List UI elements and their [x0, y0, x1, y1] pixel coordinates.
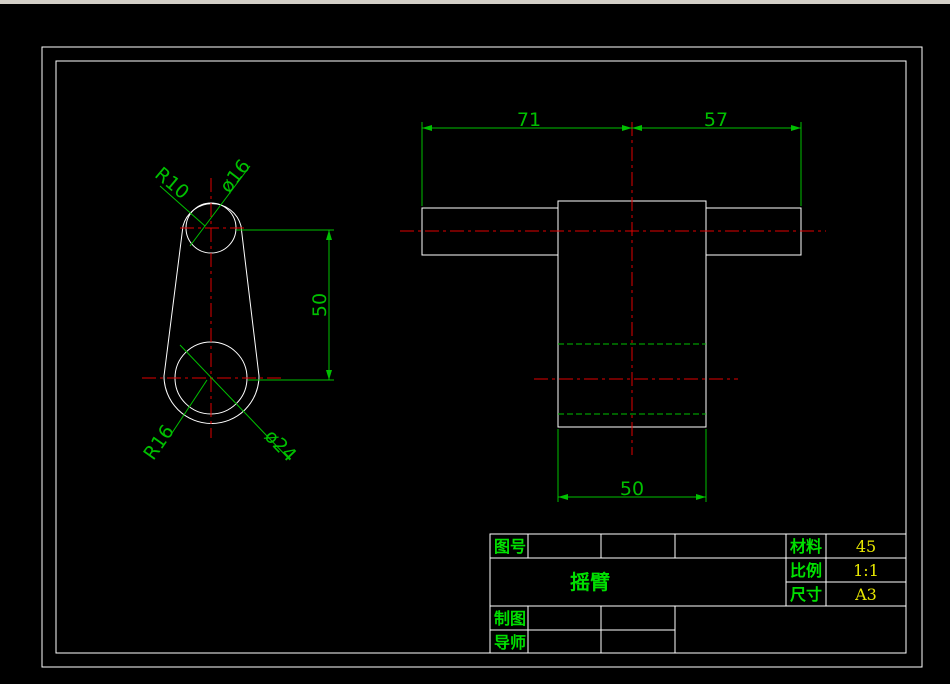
- title-block-border: [489, 533, 907, 654]
- label-scale: 比例: [790, 561, 822, 580]
- front-view: 50 R10 ø16 R16 ø24: [139, 155, 334, 466]
- arrow-down: [326, 370, 332, 380]
- value-size: A3: [854, 585, 877, 604]
- part-name: 摇臂: [570, 570, 610, 594]
- leader-d16: [189, 165, 251, 247]
- label-supervisor: 导师: [494, 633, 526, 652]
- label-size: 尺寸: [790, 585, 822, 604]
- window-title-bar: [0, 0, 950, 4]
- dim-right-length: 57: [704, 109, 728, 131]
- arrow-71-left: [422, 125, 432, 131]
- dim-left-length: 71: [517, 109, 541, 131]
- title-block: 图号 摇臂 材料 45 比例 1:1 尺寸 A3 制图 导师: [489, 533, 907, 654]
- arrow-71-right: [622, 125, 632, 131]
- arrow-57-right: [791, 125, 801, 131]
- value-scale: 1:1: [853, 561, 879, 580]
- arm-outline: [163, 203, 260, 424]
- dim-center-distance: 50: [309, 293, 331, 317]
- inner-frame: [55, 60, 907, 654]
- arrow-57-left: [632, 125, 642, 131]
- arrow-up: [326, 230, 332, 240]
- top-view: 71 57 50: [400, 109, 826, 502]
- dim-d24: ø24: [260, 425, 301, 466]
- dim-d16: ø16: [216, 155, 255, 197]
- label-drawn-by: 制图: [494, 609, 526, 628]
- arrow-50-left: [558, 494, 568, 500]
- leader-d24: [179, 344, 291, 461]
- label-material: 材料: [790, 537, 822, 556]
- leader-r10: [159, 185, 206, 227]
- value-material: 45: [856, 537, 876, 556]
- leader-r16: [169, 379, 208, 437]
- dim-r10: R10: [150, 163, 193, 204]
- left-shaft: [421, 207, 558, 256]
- arrow-50-right: [696, 494, 706, 500]
- dim-r16: R16: [139, 421, 178, 464]
- outer-frame: [41, 46, 923, 668]
- dim-hub-width: 50: [620, 478, 644, 500]
- label-drawing-no: 图号: [494, 537, 526, 556]
